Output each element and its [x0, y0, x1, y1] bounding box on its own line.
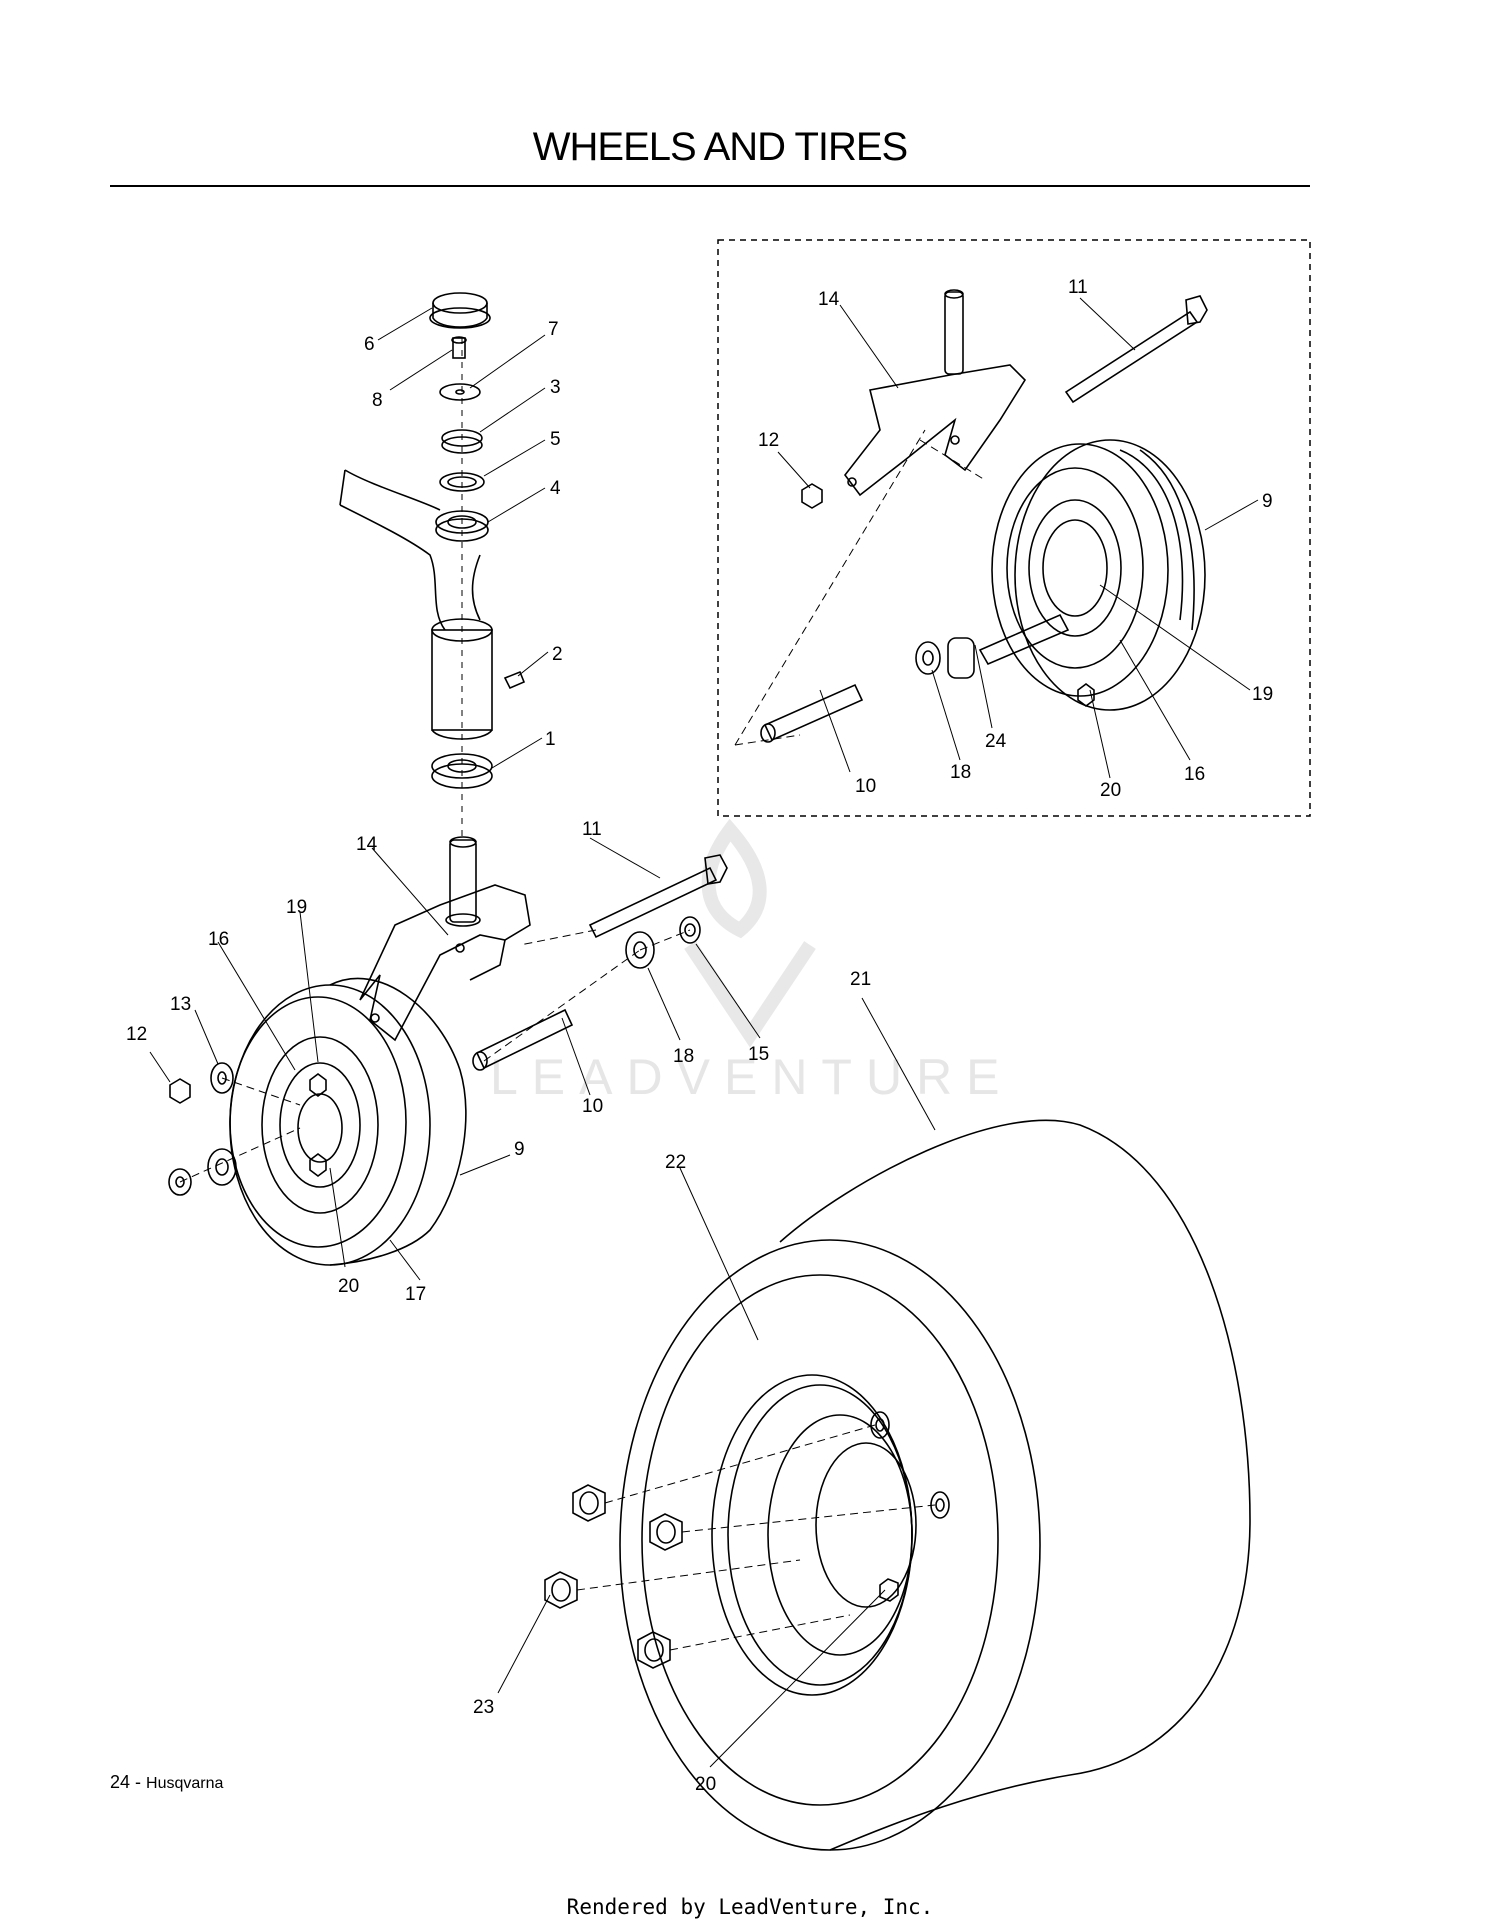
callout-19: 19 [286, 897, 307, 918]
callout-18: 18 [673, 1046, 694, 1067]
title-rule [110, 185, 1310, 187]
caster-stack [339, 292, 526, 830]
inset-frame [717, 239, 1311, 817]
watermark-logo [684, 818, 816, 1048]
caster-callouts: 6 7 8 3 5 4 2 1 14 11 19 16 13 12 18 15 … [126, 319, 769, 1305]
callout-9: 9 [514, 1139, 525, 1160]
inset-assembly [760, 289, 1208, 743]
callout-14-inset: 14 [818, 289, 840, 310]
callout-1: 1 [545, 729, 556, 750]
callout-17: 17 [405, 1284, 426, 1305]
footer-separator: - [130, 1772, 147, 1792]
callout-4: 4 [550, 478, 561, 499]
page-footer: 24 - Husqvarna [110, 1772, 223, 1793]
inset-callouts: 14 11 12 9 19 24 10 18 20 16 [758, 277, 1273, 801]
callout-8: 8 [372, 390, 383, 411]
callout-11-inset: 11 [1068, 277, 1088, 298]
callout-2: 2 [552, 644, 563, 665]
drive-wheel-leaders [497, 997, 936, 1768]
footer-brand: Husqvarna [146, 1775, 224, 1792]
callout-15: 15 [748, 1044, 769, 1065]
callout-5: 5 [550, 429, 561, 450]
drive-wheel-assembly [544, 1119, 1251, 1851]
callout-20-drive: 20 [695, 1774, 716, 1795]
callout-16: 16 [208, 929, 229, 950]
caster-stack-leaders [377, 307, 549, 769]
callout-22: 22 [665, 1152, 686, 1173]
callout-20: 20 [338, 1276, 359, 1297]
callout-11: 11 [582, 819, 602, 840]
callout-10-inset: 10 [855, 776, 876, 797]
callout-3: 3 [550, 377, 561, 398]
callout-16-inset: 16 [1184, 764, 1205, 785]
callout-12: 12 [126, 1024, 147, 1045]
callout-13: 13 [170, 994, 191, 1015]
callout-10: 10 [582, 1096, 603, 1117]
callout-18-inset: 18 [950, 762, 971, 783]
page-title: WHEELS AND TIRES [532, 125, 908, 169]
callout-23: 23 [473, 1697, 494, 1718]
render-credit: Rendered by LeadVenture, Inc. [566, 1895, 934, 1919]
callout-19-inset: 19 [1252, 684, 1273, 705]
callout-7: 7 [548, 319, 559, 340]
drive-callouts: 21 22 23 20 [473, 969, 871, 1795]
callout-20-inset: 20 [1100, 780, 1121, 801]
callout-21: 21 [850, 969, 871, 990]
inset-leader-lines [734, 297, 1259, 779]
callout-14: 14 [356, 834, 378, 855]
page-number: 24 [110, 1772, 131, 1792]
callout-9-inset: 9 [1262, 491, 1273, 512]
callout-24-inset: 24 [985, 731, 1007, 752]
caster-wheel-assembly [168, 836, 728, 1266]
callout-6: 6 [364, 334, 375, 355]
caster-wheel-leaders [149, 830, 761, 1281]
callout-12-inset: 12 [758, 430, 779, 451]
watermark-text: LEADVENTURE [490, 1049, 1014, 1105]
